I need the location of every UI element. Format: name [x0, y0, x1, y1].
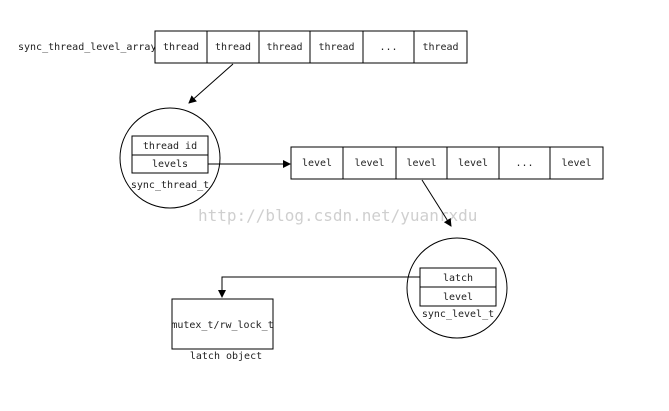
sync-thread-caption: sync_thread_t: [131, 180, 209, 191]
level-cell-label: level: [406, 158, 436, 169]
thread-cell: [413, 30, 468, 64]
levels-field-label: levels: [152, 159, 188, 170]
arrow-thread-to-sync-thread: [188, 63, 234, 104]
level-cell: [342, 146, 397, 180]
thread-cell: [154, 30, 208, 64]
arrow-level-to-sync-level: [421, 179, 452, 227]
thread-array-label: sync_thread_level_arrays: [18, 42, 163, 53]
level-cell-label: level: [458, 158, 488, 169]
latch-field-label: latch: [443, 273, 473, 284]
thread-cell-ellipsis: [362, 30, 415, 64]
level-cell: [395, 146, 448, 180]
level-cell: [446, 146, 500, 180]
thread-cell-label: thread: [163, 42, 199, 53]
thread-id-field-label: thread id: [143, 141, 197, 152]
level-cell-label: level: [302, 158, 332, 169]
sync-level-caption: sync_level_t: [422, 309, 494, 320]
thread-cell-label: thread: [215, 42, 251, 53]
thread-cell-label: ...: [379, 42, 397, 53]
thread-cell-label: thread: [422, 42, 458, 53]
arrow-latch-to-latch-object: [218, 276, 420, 298]
sync-thread-node: thread id levels sync_thread_t: [119, 107, 221, 209]
watermark-text: http://blog.csdn.net/yuanrxdu: [198, 206, 477, 225]
thread-cell: [206, 30, 260, 64]
level-cell-ellipsis: [498, 146, 551, 180]
latch-object-caption: latch object: [190, 351, 262, 362]
level-field-label: level: [443, 292, 473, 303]
latch-object-box: [171, 298, 274, 350]
level-field: [419, 286, 497, 307]
level-array: level level level level ... level: [290, 146, 604, 180]
thread-cell-label: thread: [266, 42, 302, 53]
thread-array: thread thread thread thread ... thread: [154, 30, 468, 64]
level-cell-label: ...: [515, 158, 533, 169]
level-cell: [549, 146, 604, 180]
latch-object-label: mutex_t/rw_lock_t: [171, 320, 273, 331]
thread-cell: [258, 30, 311, 64]
thread-cell-label: thread: [318, 42, 354, 53]
level-cell-label: level: [561, 158, 591, 169]
sync-level-node: latch level sync_level_t: [406, 237, 508, 339]
level-cell: [290, 146, 344, 180]
level-cell-label: level: [354, 158, 384, 169]
latch-object-node: mutex_t/rw_lock_t latch object: [171, 298, 274, 362]
